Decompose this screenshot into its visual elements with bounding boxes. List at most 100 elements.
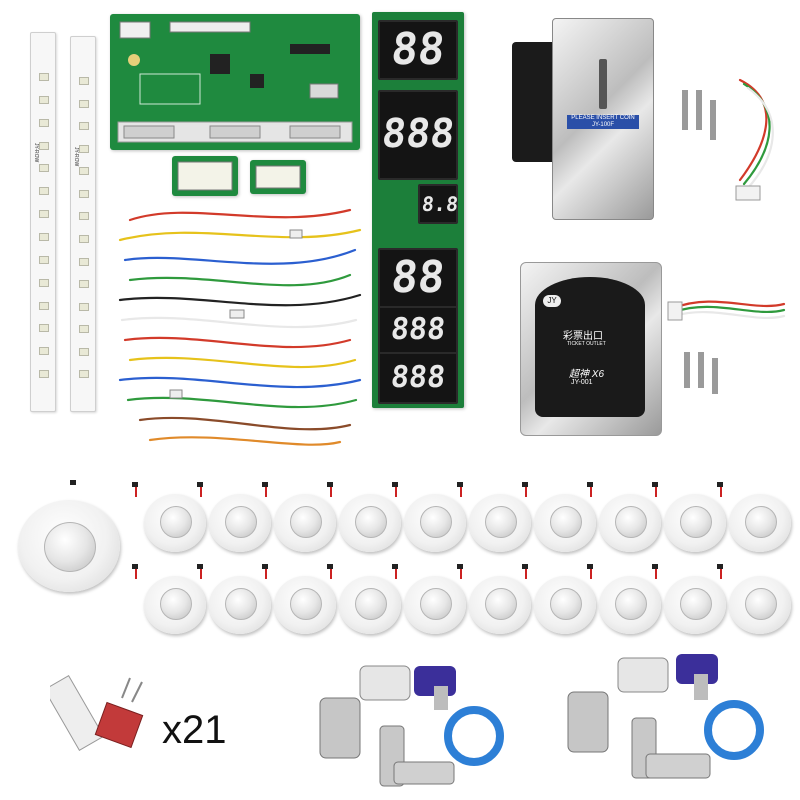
led-strip-right-label: JY-ROW <box>73 147 79 167</box>
led-strip-left-label: JY-ROW <box>33 143 39 163</box>
button-connector <box>132 482 138 487</box>
large-button-cap <box>44 522 96 572</box>
arcade-button <box>729 494 791 552</box>
display-bottom-mid-digits: 888 <box>389 312 447 347</box>
arcade-button-cap <box>355 588 387 620</box>
display-bottom-low: 888 <box>378 352 458 404</box>
large-button-connector <box>70 480 76 485</box>
arcade-button <box>404 494 466 552</box>
coin-acceptor-label: PLEASE INSERT COIN JY-100F <box>567 115 639 129</box>
arcade-button <box>664 576 726 634</box>
button-connector <box>197 564 203 569</box>
button-connector <box>522 482 528 487</box>
led-pip <box>79 370 89 379</box>
button-connector <box>522 564 528 569</box>
arcade-button <box>599 576 661 634</box>
button-lead-wire <box>135 569 137 579</box>
arcade-button <box>664 494 726 552</box>
coin-acceptor: PLEASE INSERT COIN JY-100F <box>512 12 662 232</box>
button-connector <box>717 482 723 487</box>
arcade-button <box>339 494 401 552</box>
button-lead-wire <box>655 569 657 579</box>
button-connector <box>457 482 463 487</box>
button-connector <box>327 482 333 487</box>
button-connector <box>587 564 593 569</box>
button-lead-wire <box>265 487 267 497</box>
led-pip <box>39 233 49 241</box>
arcade-button <box>144 494 206 552</box>
arcade-button <box>274 494 336 552</box>
arcade-button-cap <box>680 506 712 538</box>
led-pip <box>39 95 49 104</box>
coin-model-text: JY-100F <box>591 122 615 128</box>
ticket-dispenser: JY 彩票出口 TICKET OUTLET 超神 X6 JY-001 <box>520 262 662 436</box>
button-connector <box>262 482 268 487</box>
button-connector <box>392 564 398 569</box>
arcade-button <box>144 576 206 634</box>
button-lead-wire <box>525 569 527 579</box>
lock-set-left <box>319 665 504 787</box>
wire-harness <box>118 208 362 446</box>
ticket-model-line: 超神 X6 <box>569 369 605 380</box>
small-board-right-grid <box>255 165 301 189</box>
arcade-button-cap <box>160 506 192 538</box>
microswitch <box>50 675 144 751</box>
led-pip <box>79 144 89 153</box>
ticket-model-code: JY-001 <box>571 379 593 386</box>
arcade-button-cap <box>420 506 452 538</box>
arcade-button-cap <box>680 588 712 620</box>
microswitch-quantity-label: x21 <box>162 708 227 752</box>
arcade-button-cap <box>225 588 257 620</box>
button-lead-wire <box>720 487 722 497</box>
button-connector <box>457 564 463 569</box>
button-lead-wire <box>525 487 527 497</box>
led-pip <box>79 347 89 356</box>
button-lead-wire <box>200 487 202 497</box>
button-lead-wire <box>395 569 397 579</box>
coin-acceptor-face: PLEASE INSERT COIN JY-100F <box>552 18 654 220</box>
button-lead-wire <box>590 569 592 579</box>
ticket-dispenser-panel: JY 彩票出口 TICKET OUTLET 超神 X6 JY-001 <box>535 277 645 417</box>
arcade-button-cap <box>550 506 582 538</box>
led-pip <box>79 257 89 266</box>
led-pip <box>39 255 49 264</box>
display-top: 88 <box>378 20 458 80</box>
arcade-button <box>729 576 791 634</box>
arcade-button-cap <box>550 588 582 620</box>
button-connector <box>587 482 593 487</box>
display-bottom-mid: 888 <box>378 306 458 354</box>
arcade-button <box>469 576 531 634</box>
display-bottom-digits: 88 <box>388 252 448 303</box>
led-pip <box>39 278 49 287</box>
led-pip <box>79 325 89 334</box>
ticket-label-cn: 彩票出口 <box>563 331 603 342</box>
button-connector <box>392 482 398 487</box>
led-pip <box>79 189 89 198</box>
coin-acceptor-accessories <box>682 78 774 201</box>
large-button <box>18 500 120 592</box>
led-pip <box>39 187 49 196</box>
led-pip <box>39 347 49 356</box>
led-pip <box>39 301 49 310</box>
arcade-button-cap <box>355 506 387 538</box>
led-pip <box>79 212 89 221</box>
ticket-dispenser-accessories <box>667 300 786 394</box>
arcade-button-cap <box>290 506 322 538</box>
arcade-button-cap <box>225 506 257 538</box>
display-bottom: 88 <box>378 248 458 308</box>
led-pip <box>79 99 89 108</box>
display-mid-digits: 888 <box>379 111 457 157</box>
arcade-button <box>209 576 271 634</box>
ticket-brand-badge: JY <box>543 295 561 307</box>
arcade-button <box>274 576 336 634</box>
arcade-button-cap <box>745 506 777 538</box>
coin-label-text: PLEASE INSERT COIN <box>571 115 635 121</box>
button-connector <box>652 482 658 487</box>
led-pip <box>39 73 49 81</box>
led-pip <box>79 167 89 176</box>
lock-set-right <box>567 654 764 779</box>
arcade-button <box>469 494 531 552</box>
arcade-button-cap <box>615 506 647 538</box>
display-small-digits: 8.8 <box>420 192 460 216</box>
arcade-button <box>599 494 661 552</box>
